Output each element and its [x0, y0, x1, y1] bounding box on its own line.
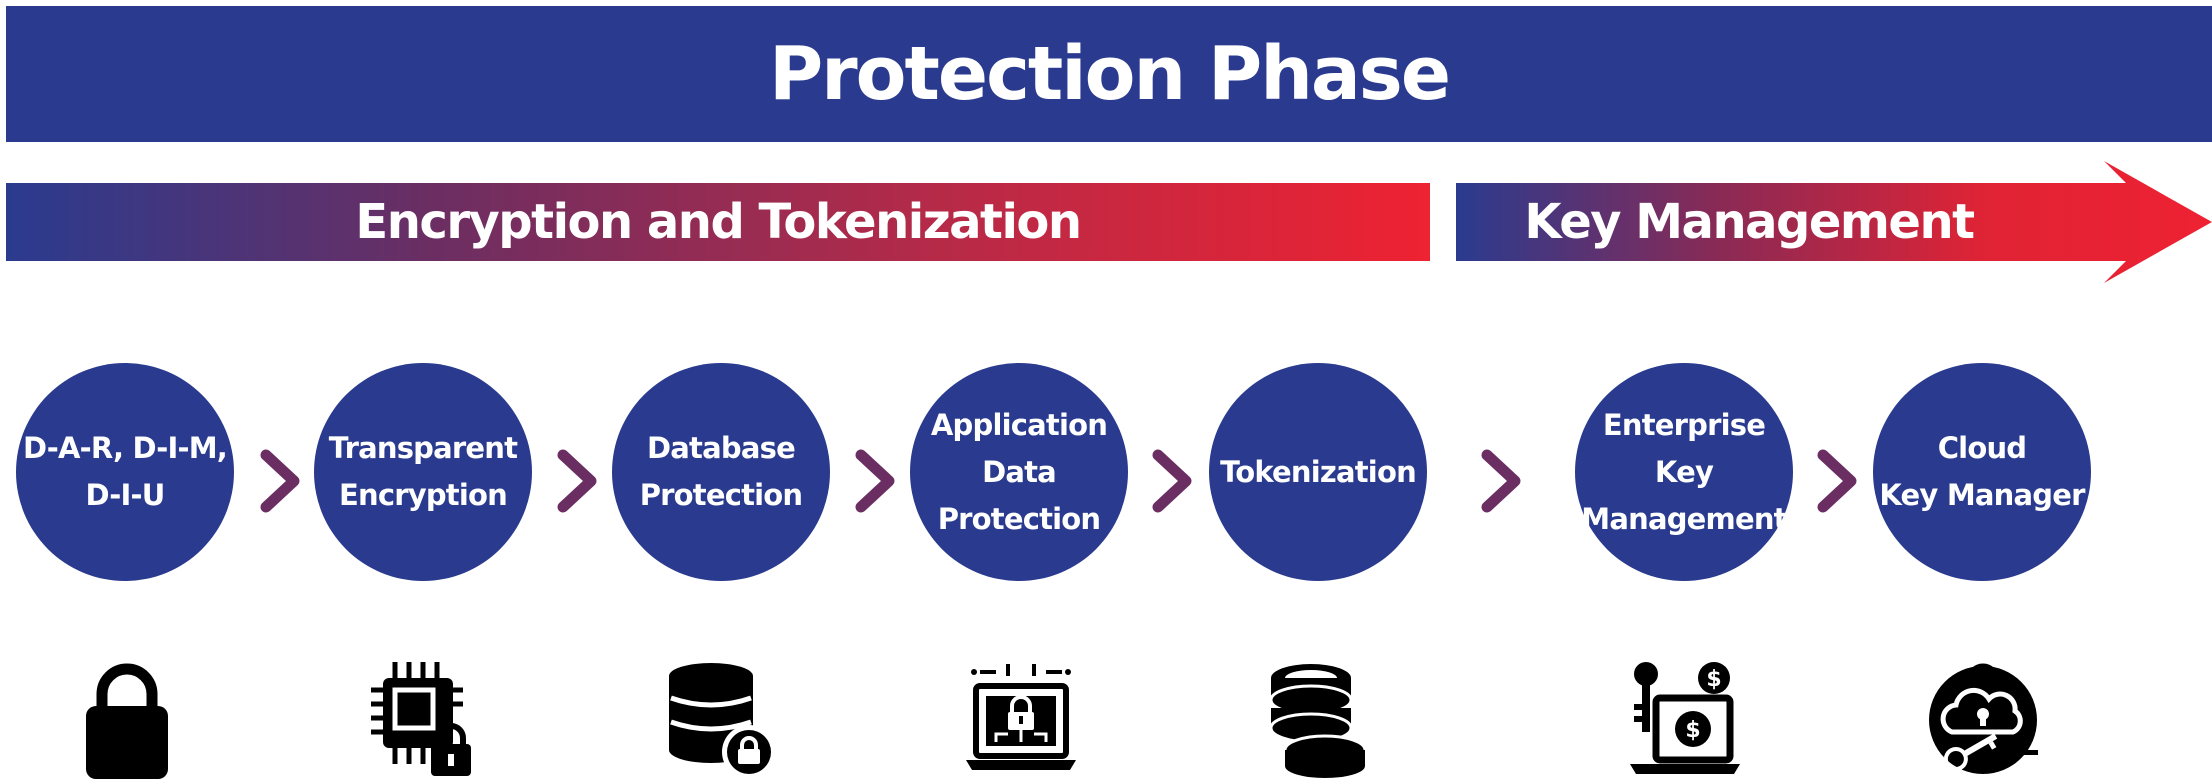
svg-text:$: $ [1706, 667, 1721, 692]
page-title: Protection Phase [768, 31, 1451, 117]
title-banner: Protection Phase [6, 6, 2212, 142]
key-management-label: Key Management [1524, 194, 1975, 250]
step-label: Cloud Key Manager [1879, 431, 2085, 512]
svg-text:$: $ [1685, 718, 1700, 743]
arrow-shape [1456, 161, 2212, 283]
key-management-arrow: Key Management [1456, 121, 2212, 323]
laptop-key-dollar-icon: $ $ [1630, 662, 1740, 774]
step-label: Database Protection [639, 431, 803, 512]
coins-stack-icon [1269, 664, 1367, 778]
step-circle-cloud-key-manager: Cloud Key Manager [1873, 363, 2091, 581]
step-label: Application Data Protection [930, 407, 1108, 536]
lock-icon [86, 663, 168, 779]
chip-lock-icon [371, 662, 471, 776]
step-circle-transparent-encryption: Transparent Encryption [314, 363, 532, 581]
chevron-right-icon [1481, 449, 1521, 513]
step-label: Transparent Encryption [328, 431, 518, 512]
step-label: Tokenization [1220, 454, 1417, 489]
step-circle-application-data-protection: Application Data Protection [910, 363, 1128, 581]
step-circle-enterprise-key-management: Enterprise Key Management [1575, 363, 1793, 581]
chevron-right-icon [557, 449, 597, 513]
step-label: Enterprise Key Management [1581, 407, 1787, 536]
step-circle-dar-dim-diu: D-A-R, D-I-M, D-I-U [16, 363, 234, 581]
cloud-key-lock-icon [1929, 663, 2038, 774]
chevron-right-icon [855, 449, 895, 513]
encryption-band-label: Encryption and Tokenization [355, 194, 1082, 250]
step-circle-tokenization: Tokenization [1209, 363, 1427, 581]
chevron-right-icon [260, 449, 300, 513]
step-label: D-A-R, D-I-M, D-I-U [22, 431, 228, 512]
encryption-band: Encryption and Tokenization [6, 183, 1430, 261]
chevron-right-icon [1152, 449, 1192, 513]
step-circle-database-protection: Database Protection [612, 363, 830, 581]
laptop-lock-icon [966, 664, 1076, 770]
chevron-right-icon [1817, 449, 1857, 513]
database-lock-icon [669, 663, 776, 779]
